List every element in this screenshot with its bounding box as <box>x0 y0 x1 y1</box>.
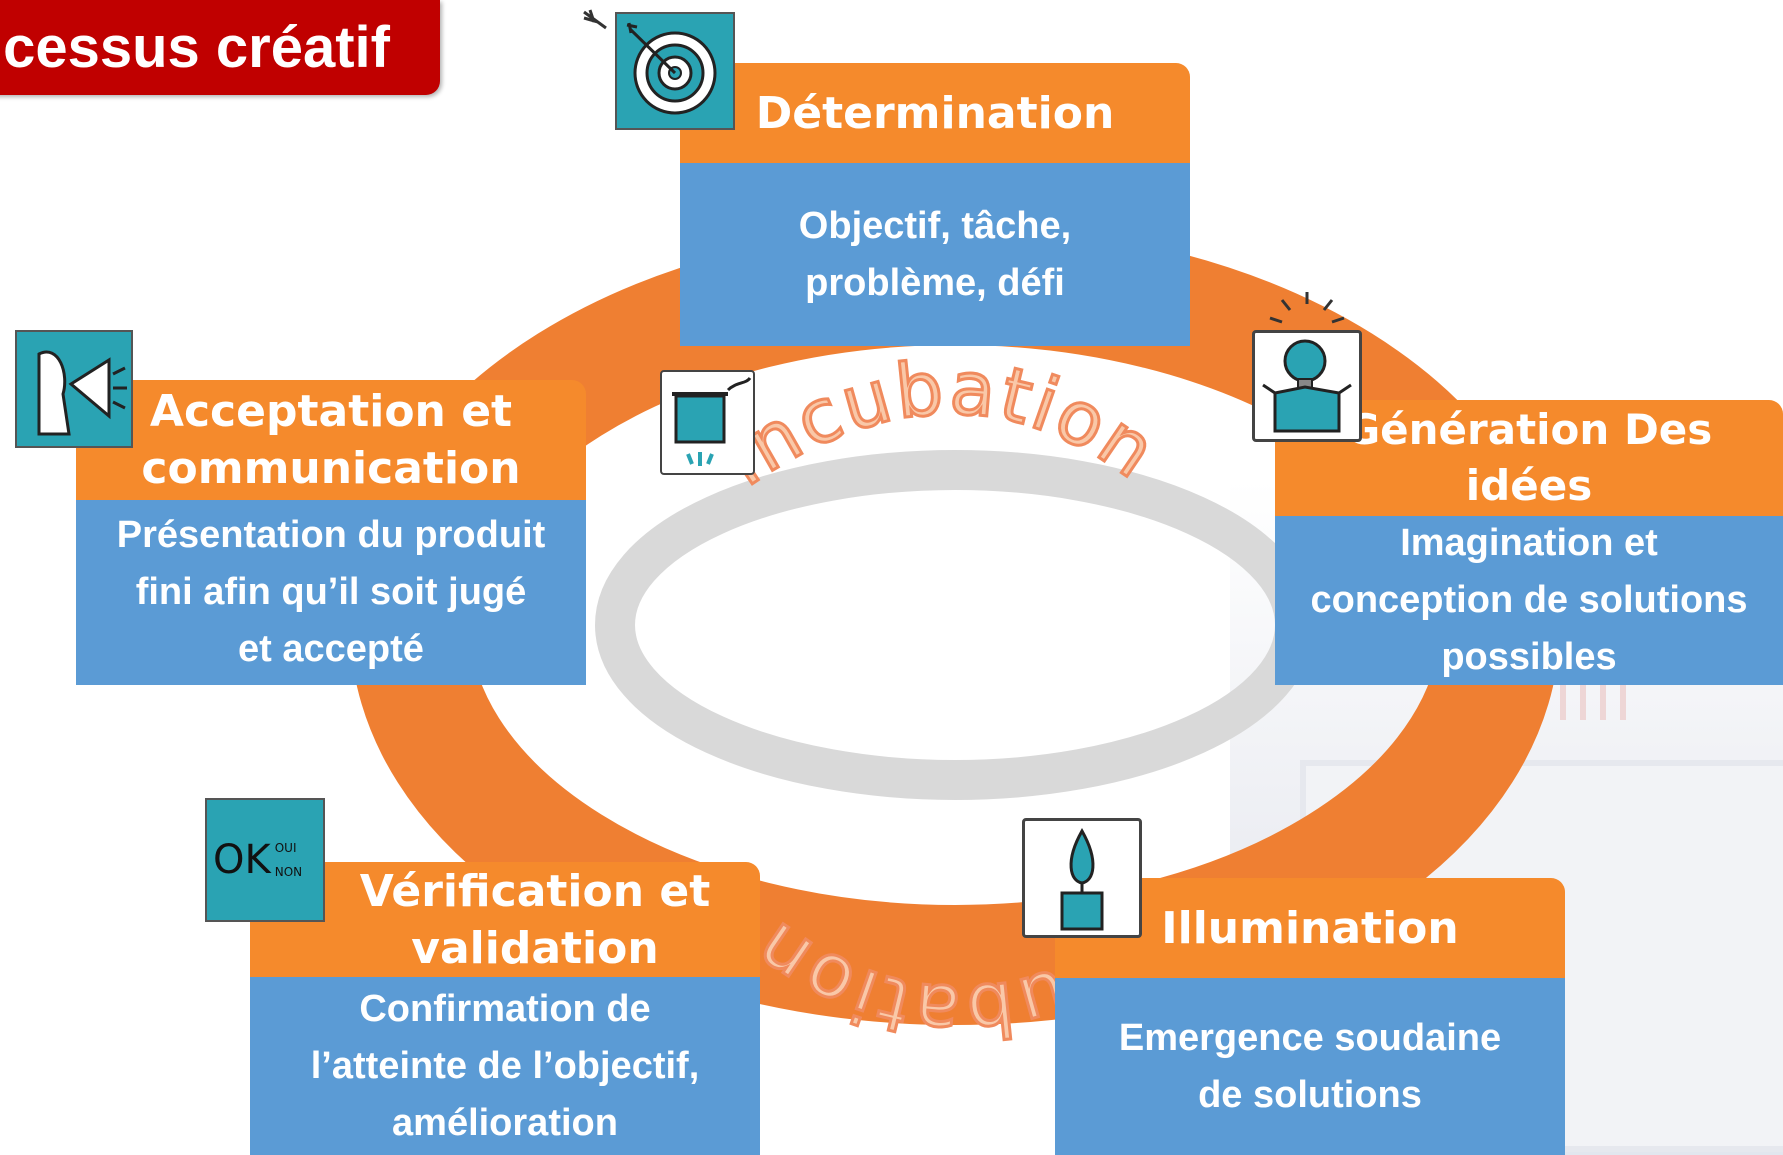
card-generation: Génération Des idées Imagination et conc… <box>1275 400 1783 685</box>
target-icon <box>615 12 735 130</box>
card-verification: Vérification et validation Confirmation … <box>250 862 760 1155</box>
card-illumination-body: Emergence soudaine de solutions <box>1055 978 1565 1155</box>
card-verification-body: Confirmation de l’atteinte de l’objectif… <box>250 977 760 1155</box>
card-determination-title: Détermination <box>680 63 1190 163</box>
card-generation-title: Génération Des idées <box>1275 400 1783 516</box>
lightbulb-box-icon <box>1252 330 1362 442</box>
ok-icon-no: NON <box>274 865 303 879</box>
card-generation-body: Imagination et conception de solutions p… <box>1275 516 1783 685</box>
ok-icon-options: OUI NON <box>275 841 302 879</box>
candle-icon <box>1022 818 1142 938</box>
card-determination-body: Objectif, tâche, problème, défi <box>680 163 1190 346</box>
card-acceptation: Acceptation et communication Présentatio… <box>76 380 586 685</box>
card-verification-title: Vérification et validation <box>250 862 760 977</box>
megaphone-icon <box>15 330 133 448</box>
ok-icon-text: OK <box>213 837 271 883</box>
card-determination: Détermination Objectif, tâche, problème,… <box>680 63 1190 346</box>
ok-icon-yes: OUI <box>274 841 297 855</box>
target-arrow-feathers <box>582 8 622 38</box>
ok-checkbox-icon: OK OUI NON <box>205 798 325 922</box>
cooking-pot-icon <box>660 370 755 475</box>
card-acceptation-body: Présentation du produit fini afin qu’il … <box>76 500 586 685</box>
gray-ring <box>595 450 1315 800</box>
card-acceptation-title: Acceptation et communication <box>76 380 586 500</box>
lightbulb-rays <box>1262 290 1352 334</box>
page-title: cessus créatif <box>0 0 440 95</box>
